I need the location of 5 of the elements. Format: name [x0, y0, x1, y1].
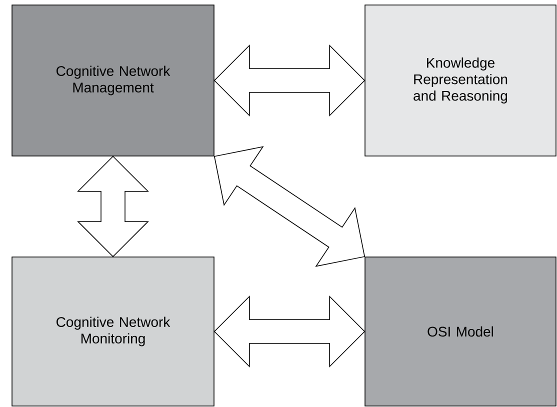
block-arrow: [77, 156, 149, 258]
process-box: Cognitive Network Monitoring: [12, 256, 214, 406]
process-box: Cognitive Network Management: [12, 4, 214, 156]
process-box: Knowledge Representation and Reasoning: [364, 4, 556, 156]
process-box: OSI Model: [364, 256, 556, 406]
